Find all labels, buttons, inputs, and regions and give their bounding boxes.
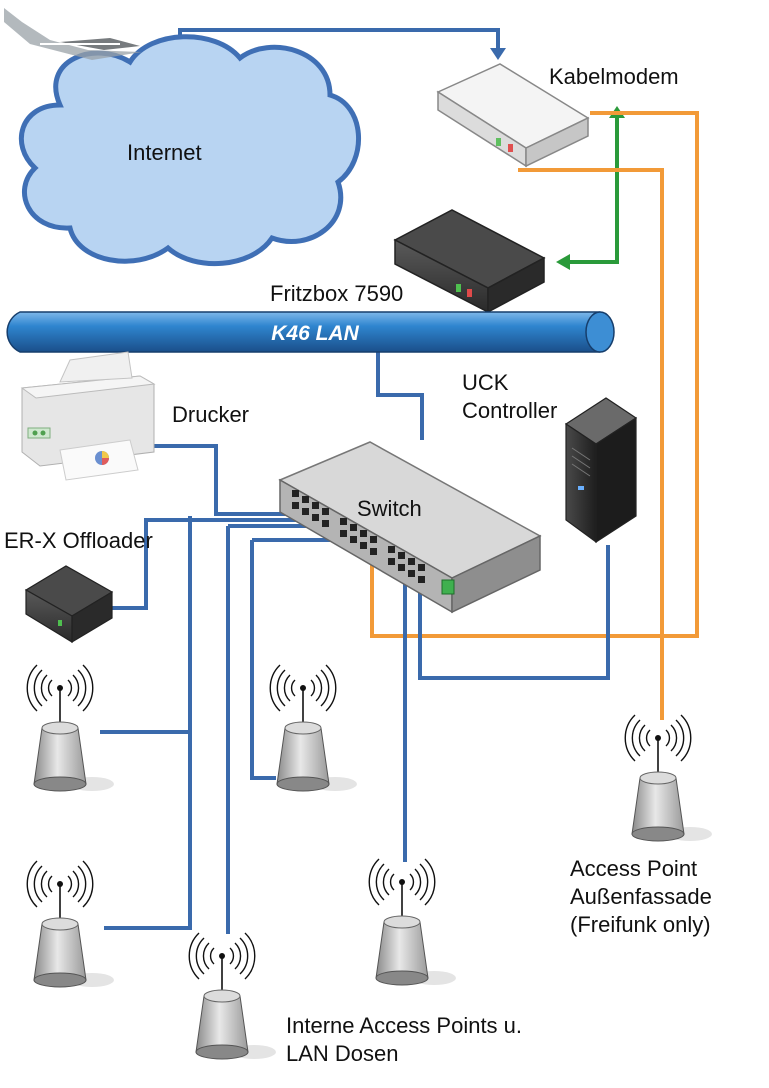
lan-cables <box>100 352 610 934</box>
ap-outdoor-label-line2: Außenfassade <box>570 884 712 909</box>
uck-label-line1: UCK <box>462 370 509 395</box>
ap-internal-label-line2: LAN Dosen <box>286 1041 399 1066</box>
cable-modem-icon <box>436 63 590 168</box>
freifunk-cable <box>370 111 699 720</box>
internet-label: Internet <box>127 140 202 165</box>
kabelmodem-label: Kabelmodem <box>549 64 679 89</box>
ap-outdoor-label-line3: (Freifunk only) <box>570 912 711 937</box>
offloader-router-icon <box>24 565 114 644</box>
fritzbox-label: Fritzbox 7590 <box>270 281 404 306</box>
lan-bus-label: K46 LAN <box>271 322 359 345</box>
lan-bus: K46 LAN <box>6 311 615 353</box>
ap-outdoor-label-line1: Access Point <box>570 856 698 881</box>
logo-icon <box>4 8 142 60</box>
erx-label: ER-X Offloader <box>4 528 153 553</box>
cloud-icon <box>18 34 361 267</box>
drucker-label: Drucker <box>172 402 250 427</box>
network-switch-icon <box>278 441 542 614</box>
ap-internal-label-line1: Interne Access Points u. <box>286 1013 523 1038</box>
switch-label: Switch <box>357 496 422 521</box>
router-icon <box>393 209 546 314</box>
server-tower-icon <box>564 397 638 544</box>
printer-icon <box>20 351 156 481</box>
uck-label-line2: Controller <box>462 398 558 423</box>
